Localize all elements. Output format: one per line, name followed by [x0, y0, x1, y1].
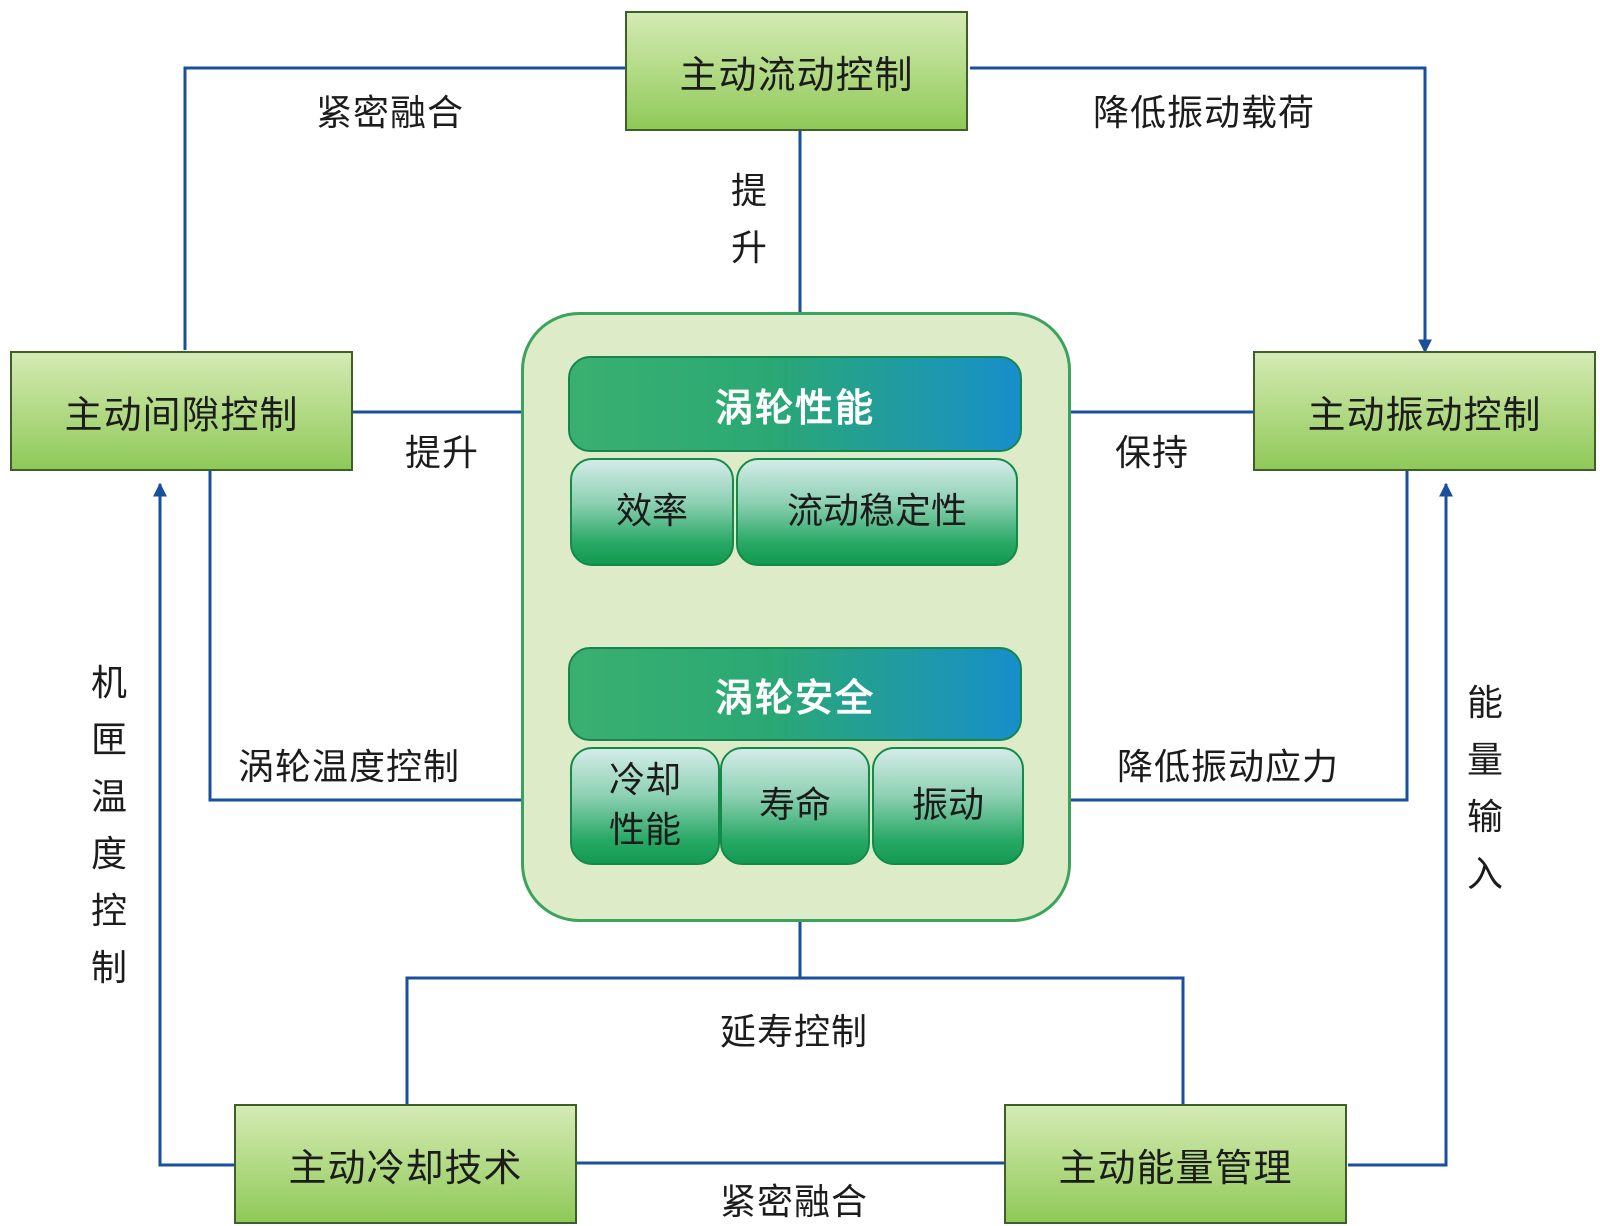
active-energy-management-box: 主动能量管理: [1004, 1104, 1347, 1224]
label-life-extension: 延寿控制: [720, 1012, 869, 1053]
turbine-performance-header: 涡轮性能: [568, 356, 1022, 452]
label-flow-vibration: 降低振动载荷: [1093, 93, 1316, 134]
life-box: 寿命: [720, 747, 870, 865]
arrow-flow-vibration: [970, 66, 1432, 354]
active-clearance-control-box: 主动间隙控制: [10, 351, 353, 471]
connector-flow-clearance: [183, 66, 625, 350]
cooling-performance-box: 冷却 性能: [570, 747, 720, 865]
arrow-clearance-safety: [208, 471, 570, 807]
vibration-box: 振动: [872, 747, 1024, 865]
turbine-safety-header: 涡轮安全: [568, 647, 1022, 741]
active-flow-control-box: 主动流动控制: [625, 11, 968, 131]
connector-life-extension: [405, 976, 1185, 1105]
label-clearance-safety: 涡轮温度控制: [238, 747, 461, 788]
label-vibration-safety: 降低振动应力: [1117, 747, 1340, 788]
arrow-cooling-clearance: [153, 482, 235, 1167]
arrow-energy-vibration: [1348, 482, 1453, 1167]
label-cooling-energy: 紧密融合: [720, 1182, 869, 1223]
label-flow-performance: 提升: [730, 171, 767, 269]
label-energy-vibration: 能量输入: [1466, 683, 1503, 895]
flow-stability-box: 流动稳定性: [736, 458, 1018, 566]
efficiency-box: 效率: [570, 458, 734, 566]
active-vibration-control-box: 主动振动控制: [1253, 351, 1596, 471]
label-clearance-performance: 提升: [405, 433, 480, 474]
label-flow-clearance: 紧密融合: [316, 93, 465, 134]
active-cooling-technology-box: 主动冷却技术: [234, 1104, 577, 1224]
label-vibration-performance: 保持: [1115, 433, 1190, 474]
label-cooling-clearance: 机匣温度控制: [90, 663, 127, 989]
arrow-vibration-safety: [1028, 471, 1409, 807]
